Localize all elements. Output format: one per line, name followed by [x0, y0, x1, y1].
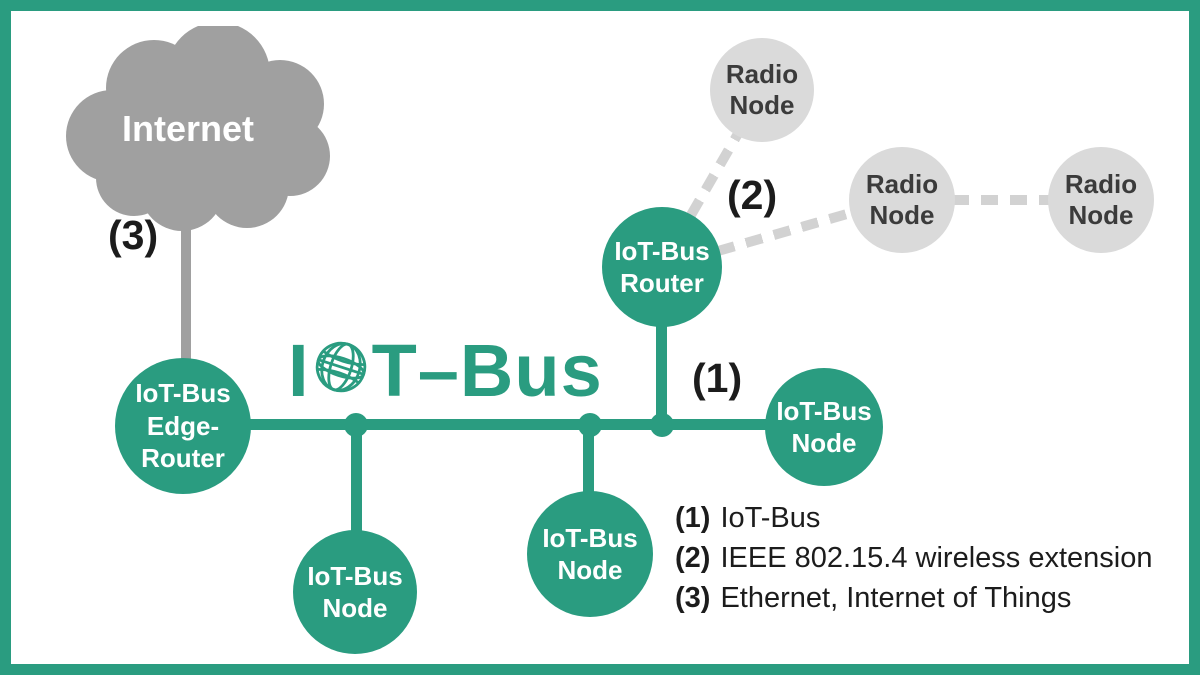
radio-node-top: Radio Node: [710, 38, 814, 142]
node-label: Radio Node: [1064, 168, 1138, 230]
bus-junction-dot: [344, 413, 368, 437]
node-label: IoT-Bus Router: [614, 235, 710, 299]
internet-label: Internet: [121, 108, 254, 149]
legend-key: (1): [675, 502, 711, 534]
legend: (1) IoT-Bus (2) IEEE 802.15.4 wireless e…: [675, 502, 1152, 622]
bus-junction-dot: [578, 413, 602, 437]
node-label: IoT-Bus Node: [542, 522, 638, 586]
legend-text: IoT-Bus: [720, 502, 821, 534]
annotation-bus-label: (1): [692, 355, 743, 401]
radio-node-right: Radio Node: [1048, 147, 1154, 253]
node-label: IoT-Bus Node: [307, 560, 403, 624]
iot-bus-router-node: IoT-Bus Router: [602, 207, 722, 327]
title-prefix: I: [288, 329, 310, 412]
bus-line: [183, 419, 791, 430]
title-suffix: T–Bus: [371, 329, 603, 412]
node-label: IoT-Bus Node: [776, 395, 872, 459]
router-riser-line: [656, 318, 667, 428]
bus-drop-line-middle: [583, 424, 594, 498]
legend-text: Ethernet, Internet of Things: [720, 582, 1072, 614]
internet-cloud: Internet: [42, 26, 334, 238]
node-label: Radio Node: [865, 168, 939, 230]
globe-icon: [315, 341, 366, 393]
legend-item: (2) IEEE 802.15.4 wireless extension: [675, 542, 1152, 582]
annotation-ethernet-label: (3): [108, 212, 159, 258]
iot-bus-node-middle: IoT-Bus Node: [527, 491, 653, 617]
iot-bus-title: I T–Bus: [288, 334, 603, 408]
bus-drop-line-left: [351, 424, 362, 539]
wireless-link-line: [952, 195, 1050, 205]
node-label: IoT-Bus Edge- Router: [135, 378, 231, 474]
legend-item: (3) Ethernet, Internet of Things: [675, 582, 1152, 622]
legend-key: (3): [675, 582, 711, 614]
iot-bus-node-right: IoT-Bus Node: [765, 368, 883, 486]
cloud-icon: [66, 26, 330, 231]
bus-junction-dot: [650, 413, 674, 437]
edge-router-node: IoT-Bus Edge- Router: [115, 358, 251, 494]
legend-key: (2): [675, 542, 711, 574]
radio-node-middle: Radio Node: [849, 147, 955, 253]
iot-bus-node-left: IoT-Bus Node: [293, 530, 417, 654]
legend-text: IEEE 802.15.4 wireless extension: [720, 542, 1153, 574]
legend-item: (1) IoT-Bus: [675, 502, 1152, 542]
ethernet-line: [181, 200, 191, 370]
node-label: Radio Node: [725, 58, 799, 120]
annotation-wireless-label: (2): [727, 172, 778, 218]
